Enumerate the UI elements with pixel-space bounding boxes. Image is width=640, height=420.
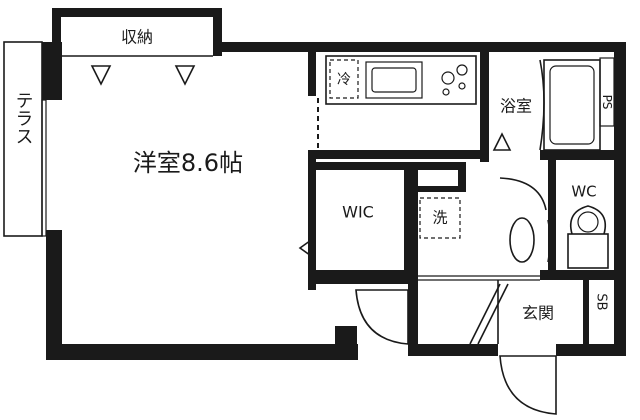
washroom-door-arc — [499, 177, 547, 211]
terrace-label: テラス — [13, 91, 34, 145]
storage-door-marker — [90, 65, 112, 86]
wc-door-arc — [547, 219, 551, 263]
toilet-bowl — [569, 205, 607, 235]
entrance-inner-door — [469, 283, 501, 345]
wc-fixtures — [547, 205, 609, 269]
bathroom-label: 浴室 — [500, 97, 532, 116]
bath-door — [539, 59, 545, 151]
entrance-label: 玄関 — [522, 304, 554, 323]
fridge-space — [329, 59, 359, 99]
exterior-walls — [42, 8, 626, 360]
stove-icon — [441, 64, 468, 96]
washer-label: 洗 — [432, 209, 447, 227]
washroom — [419, 177, 547, 263]
ps-label: PS — [600, 95, 614, 110]
bathtub — [543, 59, 601, 151]
storage-label: 収納 — [121, 28, 153, 47]
wic-label: WIC — [342, 203, 374, 222]
storage-door-marker — [174, 65, 196, 86]
wc-label: WC — [571, 183, 596, 201]
fridge-label: 冷 — [337, 72, 351, 88]
sb-label: SB — [594, 293, 609, 310]
toilet-tank — [567, 233, 609, 269]
wash-basin — [509, 217, 535, 263]
washer-space — [419, 197, 461, 239]
main-room-door — [355, 289, 409, 345]
interior-walls — [308, 52, 626, 356]
bathroom-fixtures — [492, 57, 615, 151]
main-room-label: 洋室8.6帖 — [133, 149, 243, 177]
doors — [298, 218, 557, 415]
bath-entry-marker — [492, 132, 512, 151]
kitchen: 冷 — [325, 55, 477, 105]
ps-shaft — [599, 57, 615, 127]
front-door — [499, 355, 557, 415]
kitchen-sink — [365, 61, 423, 99]
